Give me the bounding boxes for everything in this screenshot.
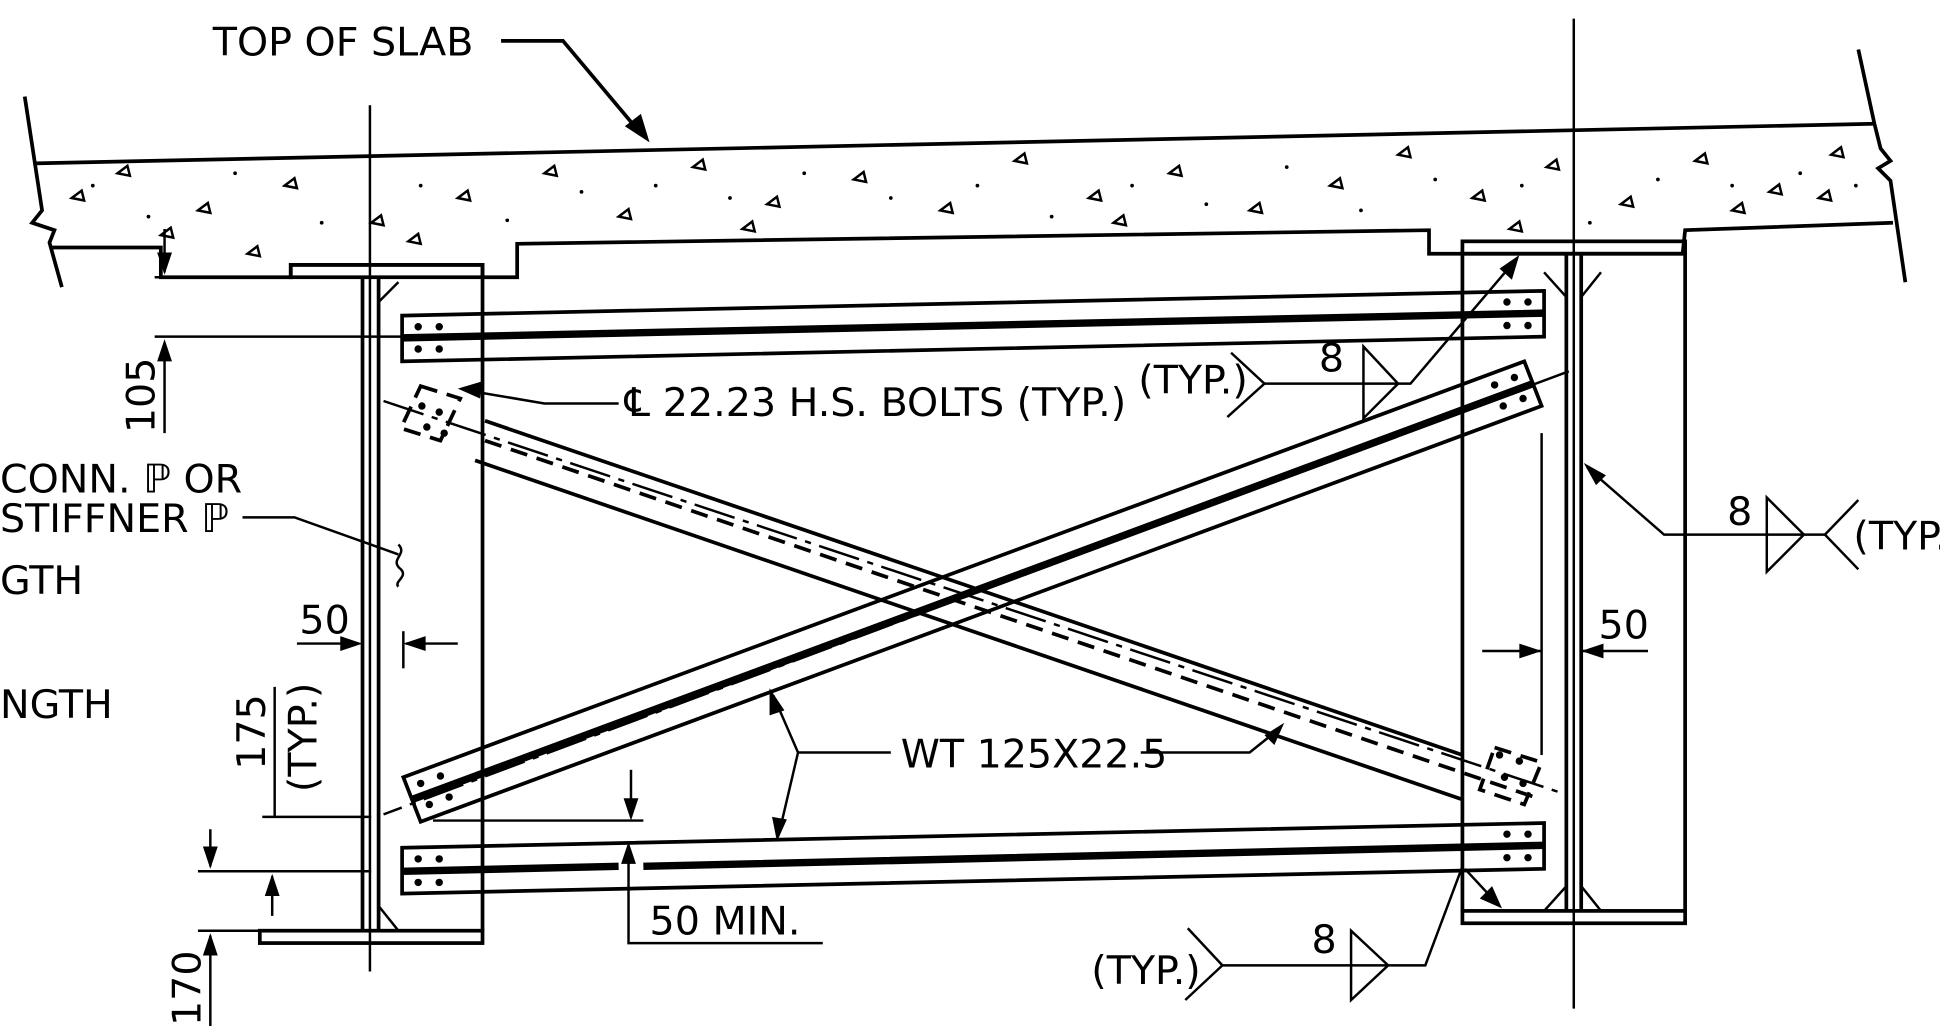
dim-50-right-label: 50 (1599, 603, 1649, 649)
concrete-slab (22, 49, 1908, 288)
diagonal-brace-rising (400, 359, 1545, 825)
typ-upper-label: (TYP.) (1138, 358, 1247, 404)
dim-105-label: 105 (119, 358, 165, 434)
weld-symbol-upper: (TYP.) 8 (1138, 254, 1520, 422)
conn-plate-callout: CONN. ℙ OR STIFFNER ℙ GTH NGTH (0, 457, 405, 728)
right-girder (1460, 18, 1687, 1009)
weld-upper-size: 8 (1319, 335, 1344, 381)
weld-lower-size: 8 (1311, 917, 1336, 963)
member-label: WT 125X22.5 (901, 731, 1168, 777)
top-of-slab-callout: TOP OF SLAB (212, 20, 650, 143)
weld-symbol-right: 8 (TYP. (1583, 462, 1940, 575)
dimension-105: 105 (119, 228, 403, 434)
bolts-callout: ℄ 22.23 H.S. BOLTS (TYP.) (457, 380, 1126, 426)
dim-170-label: 170 (164, 950, 210, 1026)
typ-lower-label: (TYP.) (1091, 948, 1200, 994)
bolts-label: ℄ 22.23 H.S. BOLTS (TYP.) (624, 380, 1126, 426)
bottom-strut (400, 821, 1546, 896)
ngth-label: NGTH (0, 682, 113, 728)
diagonal-brace-falling (383, 370, 1570, 816)
dimension-175: 175 (TYP.) (229, 683, 372, 819)
gth-label: GTH (0, 558, 83, 604)
dimension-50-min: 50 MIN. (433, 769, 823, 944)
dim-175-label: 175 (229, 694, 275, 770)
member-callout: WT 125X22.5 (769, 688, 1285, 842)
typ-right-label: (TYP. (1853, 514, 1940, 560)
dimension-170: 170 (164, 829, 372, 1026)
dimension-50-right: 50 (1482, 433, 1649, 755)
dim-175-typ-label: (TYP.) (281, 683, 327, 793)
min-50-label: 50 MIN. (650, 898, 801, 944)
top-of-slab-label: TOP OF SLAB (212, 20, 474, 66)
weld-symbol-lower: (TYP.) 8 (1091, 865, 1503, 1003)
top-strut (400, 288, 1546, 364)
left-girder (257, 105, 485, 972)
conn-pl-line2: STIFFNER ℙ (0, 496, 229, 542)
dim-50-left-label: 50 (299, 598, 349, 644)
weld-right-size: 8 (1727, 489, 1752, 535)
dimension-50-left: 50 (296, 598, 458, 669)
conn-pl-line1: CONN. ℙ OR (0, 457, 242, 503)
